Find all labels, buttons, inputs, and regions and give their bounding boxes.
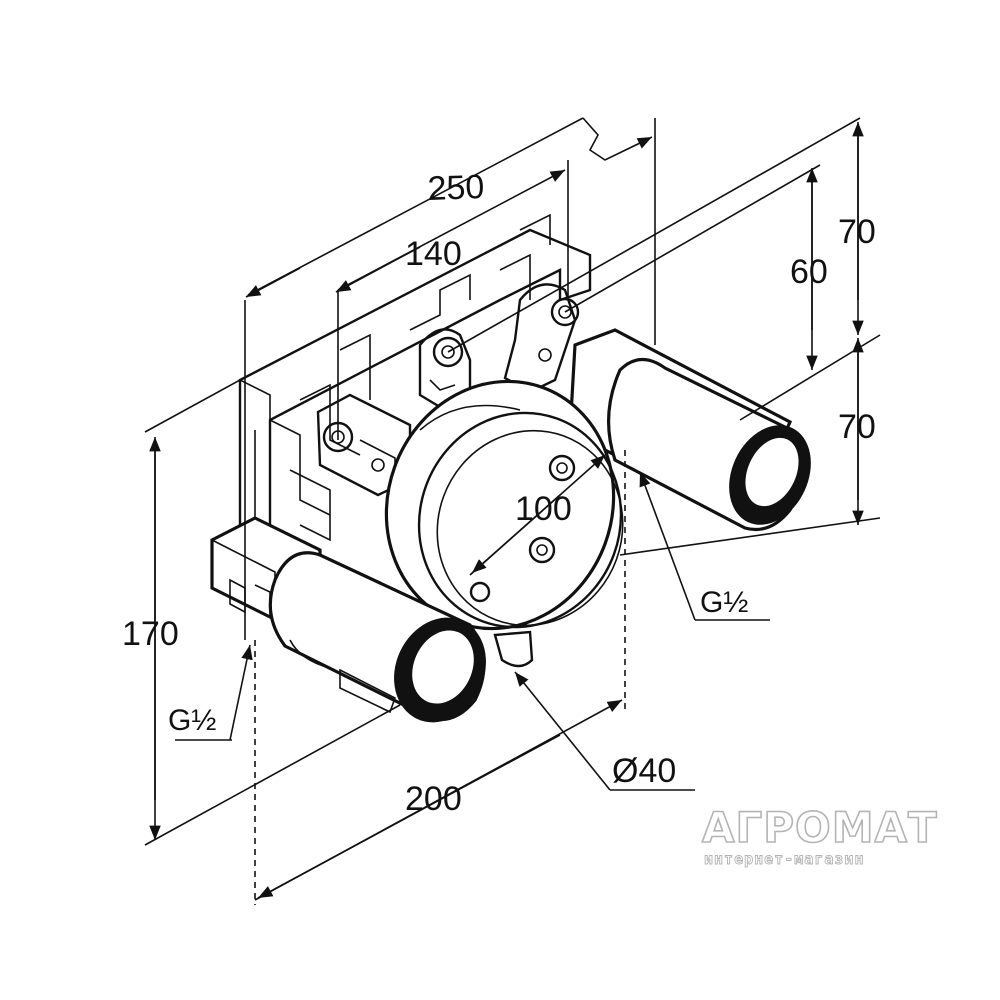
- watermark-brand: АГРОМАТ: [702, 803, 938, 852]
- bolt-bottom-icon: [469, 581, 491, 603]
- dimension-lines: [144, 117, 881, 905]
- bolt-center-icon: [528, 536, 556, 564]
- dim-70-lower: 70: [838, 408, 876, 446]
- thread-right-label: G½: [700, 586, 748, 619]
- watermark: АГРОМАТ интернет-магазин: [701, 802, 938, 868]
- thread-left-label: G½: [168, 704, 216, 737]
- dim-170: 170: [122, 615, 179, 653]
- dim-100: 100: [515, 490, 572, 528]
- pipe-left: [268, 551, 486, 723]
- dim-70-upper: 70: [838, 213, 876, 251]
- watermark-tagline: интернет-магазин: [704, 850, 865, 868]
- dim-200: 200: [405, 780, 462, 818]
- bracket-right: [503, 283, 580, 394]
- dim-diameter-40: Ø40: [612, 752, 676, 790]
- dim-250: 250: [427, 168, 485, 208]
- dim-140: 140: [405, 235, 462, 273]
- dim-60: 60: [790, 253, 828, 291]
- bolt-top-icon: [548, 454, 576, 482]
- pipe-right: [568, 328, 811, 532]
